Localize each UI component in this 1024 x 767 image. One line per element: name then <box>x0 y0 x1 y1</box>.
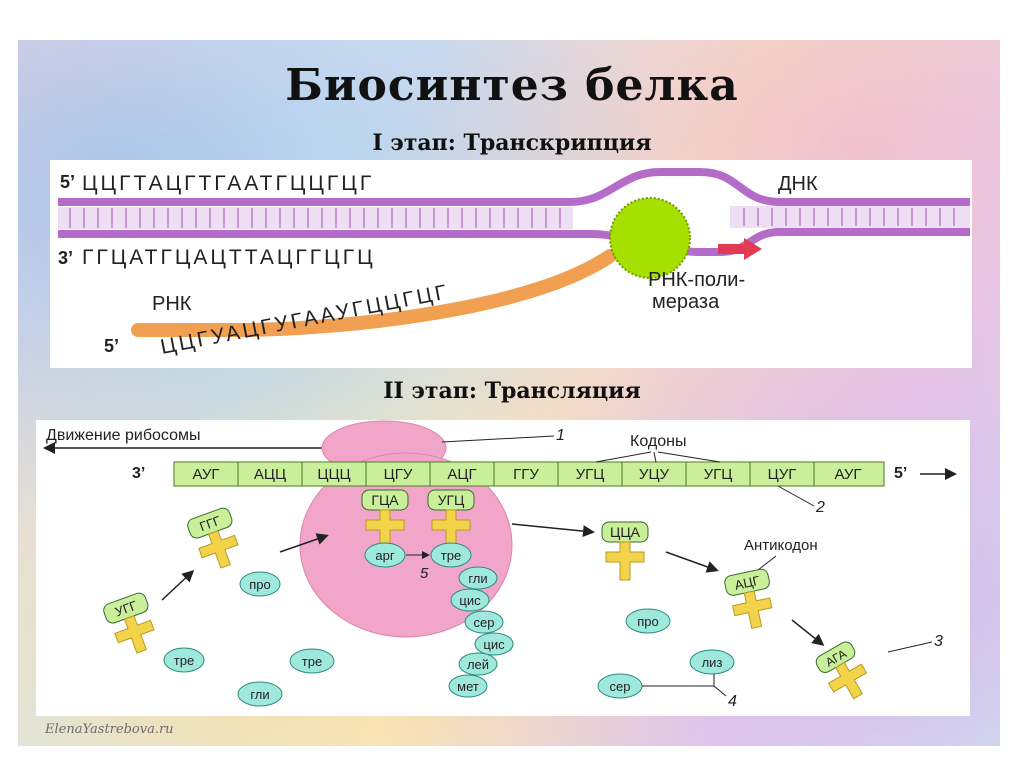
chain-item: сер <box>474 615 495 630</box>
amino-acid: про <box>637 614 659 629</box>
amino-acid: сер <box>610 679 631 694</box>
svg-text:арг: арг <box>375 548 394 563</box>
codon: УГЦ <box>576 466 605 483</box>
dna-rungs <box>58 206 970 229</box>
mrna-strand <box>173 461 885 487</box>
amino-acid: тре <box>302 654 322 669</box>
codon: АЦЦ <box>254 466 286 483</box>
chain-item: лей <box>467 657 489 672</box>
transcription-panel: 5’ ЦЦГТАЦГТГААТГЦЦГЦГ 3’ ГГЦАТГЦАЦТТАЦГГ… <box>50 160 972 368</box>
chain-item: гли <box>468 571 487 586</box>
dna-top-strand <box>58 168 970 206</box>
label-2: 2 <box>815 499 825 516</box>
trna-ribosome-1: ГЦА <box>361 489 409 549</box>
translation-diagram: Движение рибосомы АУГ АЦЦ ЦЦЦ ЦГУ АЦГ ГГ… <box>43 420 957 710</box>
flow-arrow <box>791 619 825 646</box>
trna-free-4: АЦГ <box>724 568 773 629</box>
codon: УГЦ <box>704 466 733 483</box>
trna-free-5: АГА <box>815 641 868 700</box>
mrna-left-prime: 3’ <box>132 465 145 482</box>
amino-acid: гли <box>250 687 269 702</box>
pointer-1 <box>441 435 555 443</box>
mrna-right-prime: 5’ <box>894 465 907 482</box>
flow-arrow <box>161 569 195 601</box>
watermark: ElenaYastrebova.ru <box>45 722 174 737</box>
pointer-4 <box>642 674 715 687</box>
codon: ЦЦЦ <box>317 466 350 483</box>
amino-acid: лиз <box>702 655 723 670</box>
codons-label: Кодоны <box>630 433 686 450</box>
codon-labels: АУГ АЦЦ ЦЦЦ ЦГУ АЦГ ГГУ УГЦ УЦУ УГЦ ЦУГ … <box>193 466 862 483</box>
pointer-4b <box>713 685 727 697</box>
rna-strand <box>131 249 617 337</box>
dna-bottom-sequence: ГГЦАТГЦАЦТТАЦГГЦГЦ <box>82 246 376 269</box>
trna-free-1: ГГГ про <box>187 507 281 597</box>
flow-arrow <box>279 533 329 553</box>
chain-item: мет <box>457 679 479 694</box>
rna-prime: 5’ <box>104 336 119 356</box>
codon: АУГ <box>835 466 862 483</box>
trna-free-2: УГГ тре <box>103 592 205 673</box>
svg-text:АЦГ: АЦГ <box>733 573 761 593</box>
anticodon-pointer <box>757 555 777 571</box>
label-4: 4 <box>728 693 737 710</box>
label-3: 3 <box>934 633 943 650</box>
flow-arrow <box>511 523 595 538</box>
codon: ЦУГ <box>768 466 797 483</box>
stage2-heading: II этап: Трансляция <box>383 378 641 404</box>
dna-top-sequence: ЦЦГТАЦГТГААТГЦЦГЦГ <box>82 172 374 195</box>
anticodon-label: Антикодон <box>744 537 818 554</box>
svg-text:ЦЦА: ЦЦА <box>610 524 641 540</box>
codons-pointers <box>595 451 721 463</box>
codon: АЦГ <box>447 466 476 483</box>
rna-label: РНК <box>152 293 192 315</box>
pointer-3 <box>887 641 933 653</box>
direction-arrow <box>718 238 762 260</box>
rna-polymerase <box>609 197 691 279</box>
label-5: 5 <box>420 565 429 582</box>
svg-text:ГГГ: ГГГ <box>198 513 223 534</box>
svg-text:про: про <box>249 577 271 592</box>
dna-bottom-prime: 3’ <box>58 248 73 268</box>
dna-top-prime: 5’ <box>60 172 75 192</box>
amino-acid: арг <box>364 542 406 568</box>
trna-free-3: ЦЦА <box>601 521 649 581</box>
dna-label: ДНК <box>778 173 818 195</box>
transcription-diagram: 5’ ЦЦГТАЦГТГААТГЦЦГЦГ 3’ ГГЦАТГЦАЦТТАЦГГ… <box>58 168 970 359</box>
pointer-2 <box>777 485 815 507</box>
codon: УЦУ <box>639 466 670 483</box>
label-1: 1 <box>556 427 565 444</box>
slide-title: Биосинтез белка <box>285 60 739 111</box>
amino-acid: тре <box>430 542 472 568</box>
svg-text:УГГ: УГГ <box>113 598 139 620</box>
svg-text:УГЦ: УГЦ <box>438 492 465 508</box>
polymerase-label-line1: РНК-поли- <box>648 269 745 291</box>
svg-text:тре: тре <box>174 653 194 668</box>
polymerase-label-line2: мераза <box>652 291 720 313</box>
chain-item: цис <box>459 593 481 608</box>
svg-text:ГЦА: ГЦА <box>371 492 399 508</box>
chain-item: цис <box>483 637 505 652</box>
trna-ribosome-2: УГЦ <box>427 489 475 549</box>
codon: ГГУ <box>513 466 539 483</box>
translation-panel: Движение рибосомы АУГ АЦЦ ЦЦЦ ЦГУ АЦГ ГГ… <box>36 420 970 716</box>
flow-arrow <box>665 551 719 573</box>
codon: АУГ <box>193 466 220 483</box>
peptide-chain: гли цис сер цис лей мет <box>448 566 514 698</box>
svg-text:тре: тре <box>441 548 461 563</box>
movement-label: Движение рибосомы <box>46 427 200 444</box>
codon: ЦГУ <box>384 466 413 483</box>
stage1-heading: I этап: Транскрипция <box>372 130 652 156</box>
